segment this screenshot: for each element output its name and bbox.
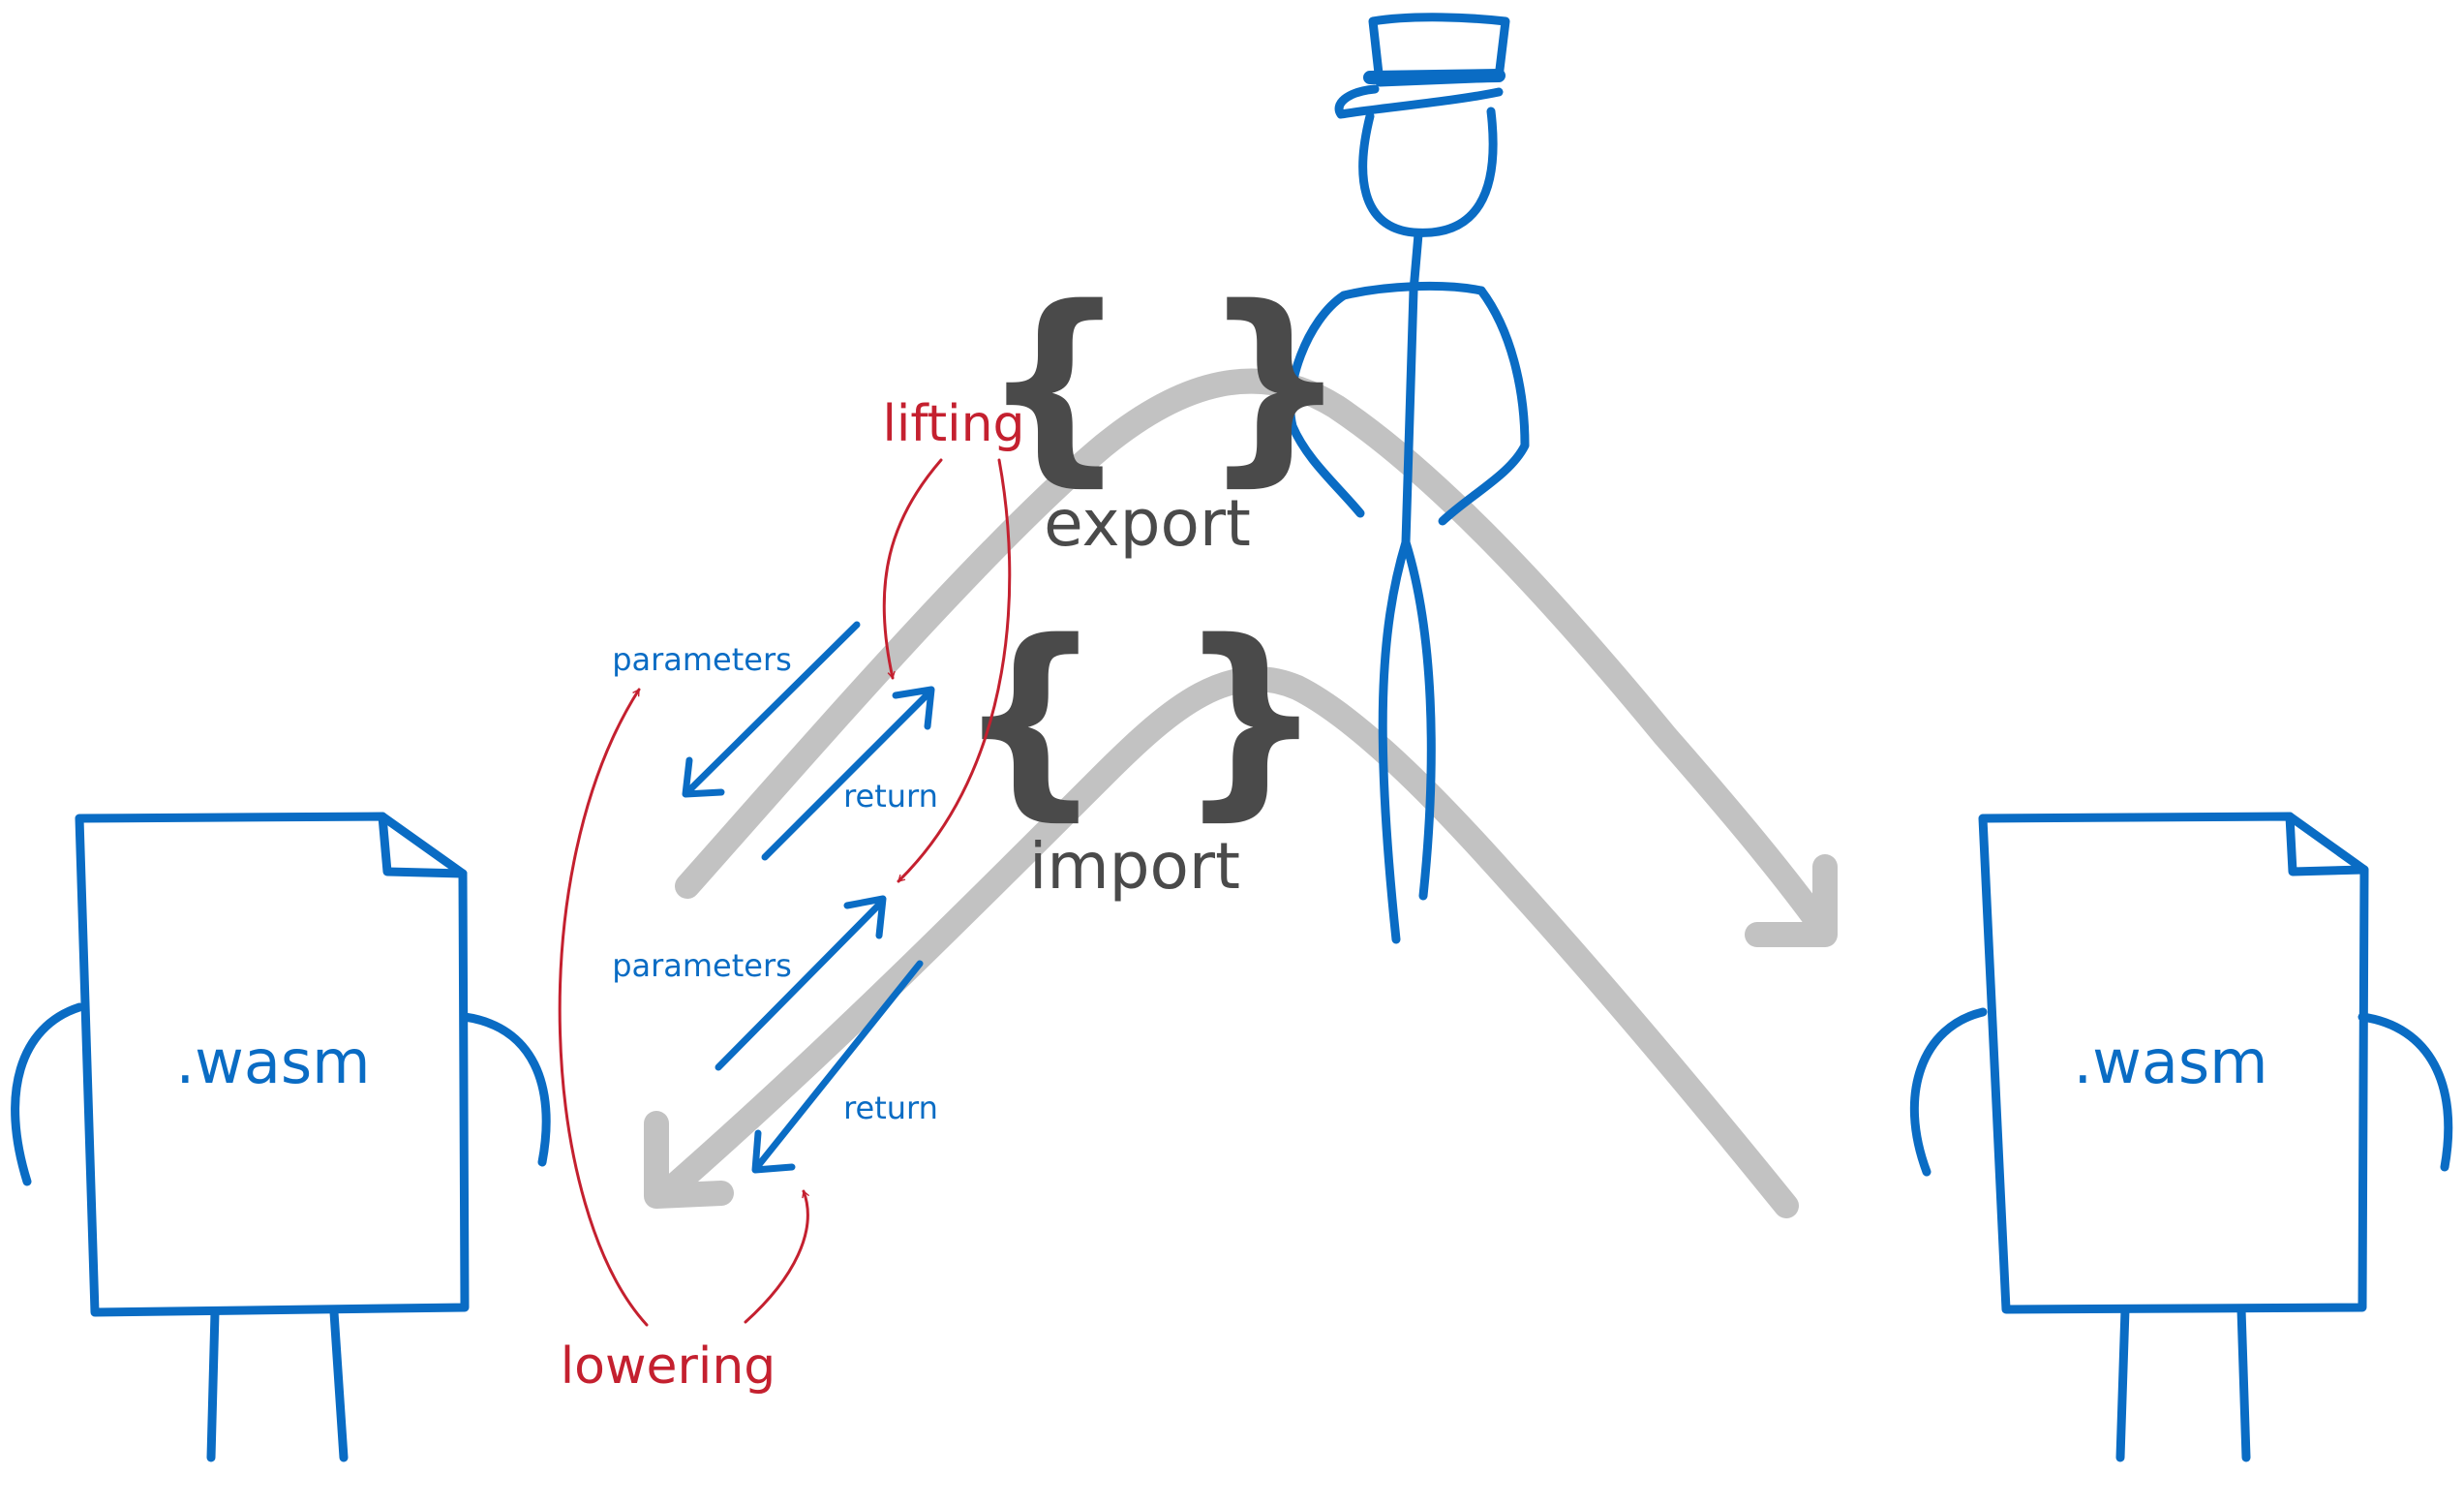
right-module-left-arm	[1909, 1007, 1988, 1177]
lowering-label: lowering	[561, 1337, 776, 1396]
stick-figure	[1286, 13, 1530, 944]
shoulders	[1339, 281, 1486, 300]
import-interface: { } import	[957, 596, 1325, 904]
left-module-left-arm	[11, 1002, 84, 1186]
left-file-corner	[378, 812, 468, 878]
bottom-return-arrowhead	[751, 1129, 796, 1174]
left-wasm-module: .wasm	[11, 812, 551, 1462]
left-wasm-label: .wasm	[175, 1027, 370, 1097]
top-parameters-arrow	[682, 621, 861, 798]
right-wasm-label: .wasm	[2073, 1027, 2267, 1097]
export-interface: { } export	[981, 261, 1350, 561]
lifting-to-bottom-parameters	[897, 458, 1012, 883]
bottom-return-label: return	[843, 1090, 938, 1126]
right-module-left-leg	[2115, 1305, 2130, 1462]
lifting-curves	[882, 458, 1012, 883]
lifting-label: lifting	[882, 395, 1024, 453]
left-file-body	[75, 812, 470, 1317]
bottom-parameters-arrowhead	[843, 895, 887, 939]
right-wasm-module: .wasm	[1909, 812, 2453, 1462]
right-file-body	[1978, 812, 2369, 1314]
export-call-arc	[675, 368, 1838, 947]
top-return-arrowhead	[892, 686, 935, 730]
cap-band	[1363, 69, 1506, 84]
left-module-left-leg	[206, 1307, 220, 1462]
cap-crown	[1368, 13, 1510, 87]
import-arc-arrowhead	[644, 1111, 734, 1209]
right-module-right-leg	[2236, 1305, 2251, 1462]
top-parameters-label: parameters	[612, 641, 792, 678]
right-module-right-arm	[2358, 1012, 2453, 1172]
torso	[1401, 230, 1423, 547]
export-brace-icon: { }	[981, 261, 1350, 505]
right-leg	[1401, 538, 1436, 901]
lowering-to-top-parameters	[558, 688, 649, 1327]
lowering-to-bottom-return	[744, 1189, 810, 1324]
right-file-corner	[2285, 812, 2369, 876]
bottom-parameters-label: parameters	[612, 947, 792, 984]
lowering-curves	[558, 688, 810, 1327]
cap-brim	[1334, 84, 1504, 119]
top-parameters-arrowhead	[682, 756, 725, 798]
bottom-parameters-arrow	[715, 895, 887, 1071]
import-call-arc	[644, 666, 1799, 1218]
top-return-label: return	[843, 778, 938, 814]
left-leg	[1378, 538, 1411, 944]
export-label: export	[1044, 486, 1251, 561]
left-module-right-arm	[460, 1012, 551, 1167]
bottom-return-arrow	[751, 960, 924, 1174]
left-arm	[1286, 291, 1365, 518]
export-arc-arrowhead	[1745, 854, 1838, 947]
head	[1358, 107, 1498, 237]
right-arm	[1438, 286, 1530, 526]
top-return-arrow	[761, 686, 935, 861]
lifting-to-top-return	[882, 458, 943, 680]
left-module-right-leg	[329, 1307, 349, 1462]
import-label: import	[1029, 829, 1240, 904]
import-brace-icon: { }	[957, 596, 1325, 839]
